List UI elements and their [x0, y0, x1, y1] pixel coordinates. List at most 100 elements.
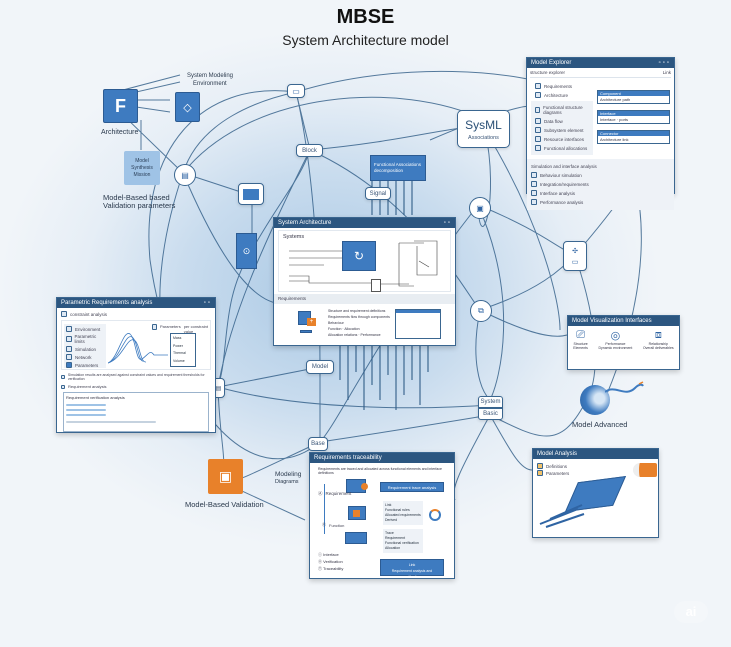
panel-title: System Architecture [278, 220, 332, 226]
node-image[interactable] [238, 183, 264, 205]
model-advanced-icon[interactable] [580, 385, 610, 415]
item-icon [531, 181, 537, 187]
node-circle-right-top[interactable]: ▣ [469, 197, 491, 219]
subsystem-block[interactable] [371, 279, 381, 292]
model-visualization-panel[interactable]: Model Visualization Interfaces ⎚Structur… [567, 315, 680, 370]
bottom-item[interactable]: Performance analysis [531, 199, 670, 205]
panel-title: Model Analysis [537, 451, 578, 457]
panel-header: Parametric Requirements analysis▫▫ [57, 298, 215, 308]
node-circle-left[interactable]: ▤ [174, 164, 196, 186]
requirements-traceability-panel[interactable]: Requirements traceability Requirements a… [309, 452, 455, 579]
system-block[interactable]: ↻ [342, 241, 376, 271]
node-base[interactable]: Base [308, 437, 328, 451]
panel-header: Model Visualization Interfaces [568, 316, 679, 326]
item-icon [535, 107, 541, 113]
explorer-item[interactable]: Data flow [535, 118, 589, 124]
system-modeling-block[interactable]: ◇ [175, 92, 200, 122]
server-icon: ▭ [292, 86, 300, 96]
window-controls[interactable]: ▫▫▫ [658, 60, 671, 66]
sysml-node[interactable]: SysML Associations [457, 110, 510, 148]
flow-block[interactable] [346, 479, 368, 493]
node-circle-right-mid[interactable]: ⧉ [470, 300, 492, 322]
tree-item[interactable]: Requirements [535, 83, 589, 89]
flow-block[interactable] [348, 506, 366, 520]
model-synthesis-box[interactable]: Model Synthesis Mission [124, 151, 160, 185]
waveform-plot [108, 333, 168, 364]
node-top[interactable]: ▭ [287, 84, 305, 98]
bottom-item[interactable]: Behaviour simulation [531, 172, 670, 178]
step-icon: Ⓘ [318, 552, 324, 557]
picture-icon: ▣ [476, 203, 484, 213]
req-row: Function · Allocation [328, 327, 360, 331]
legend-icon [537, 470, 543, 476]
node-model[interactable]: Model [306, 360, 334, 374]
req-row: Behaviour [328, 321, 344, 325]
add-icon[interactable]: + [307, 318, 316, 326]
page-subtitle: System Architecture model [282, 32, 449, 48]
requirement-analysis-button[interactable]: Link Requirement analysis and verificati… [380, 559, 444, 579]
page-title: MBSE [336, 6, 395, 28]
panel-header: Requirements traceability [310, 453, 454, 463]
panel-header: Model Explorer ▫▫▫ [527, 58, 674, 68]
node-signal[interactable]: Signal [365, 187, 391, 200]
node-block[interactable]: Block [296, 144, 323, 157]
req-row: Requirements flow through components [328, 315, 390, 319]
device-icon [633, 463, 657, 477]
sub-section: Requirement analysis [61, 384, 211, 389]
node-right-tall[interactable]: ✣▭ [563, 241, 587, 271]
window-controls[interactable]: ▫▫ [203, 300, 212, 306]
node-search-tall[interactable]: ⊙ [236, 233, 257, 269]
item-icon [531, 190, 537, 196]
parametric-analysis-panel[interactable]: Parametric Requirements analysis▫▫ const… [56, 297, 216, 433]
window-controls[interactable]: ▫▫ [443, 220, 452, 226]
explorer-item[interactable]: Functional structure diagrams [535, 105, 589, 115]
panel-header: Model Analysis [533, 449, 658, 459]
legend-icon [537, 463, 543, 469]
mbv-label-line1: Model-Based based [103, 193, 170, 202]
bottom-item[interactable]: Interface analysis [531, 190, 670, 196]
verification-subpanel[interactable]: Requirement verification analysis [63, 392, 209, 432]
explorer-item[interactable]: Subsystem element [535, 127, 589, 133]
step-icon: Ⓥ [318, 559, 324, 564]
system-architecture-panel[interactable]: System Architecture▫▫ Systems ↻ Requirem… [273, 217, 456, 346]
trace-analysis-button[interactable]: Requirement trace analysis [380, 482, 444, 492]
sync-icon[interactable] [429, 509, 441, 521]
mini-diagram[interactable] [395, 309, 441, 339]
req-row: Allocation relations · Performance [328, 333, 381, 337]
node-functional-associations[interactable]: Functional Associations decomposition [370, 155, 426, 181]
toolbar-link[interactable]: Link [662, 70, 671, 75]
flow-block[interactable] [345, 532, 367, 544]
folder-icon [535, 83, 541, 89]
crop-icon: ⧉ [478, 306, 484, 315]
note-icon [61, 375, 65, 379]
card-icon: ▭ [571, 258, 579, 266]
panel-title: Model Explorer [531, 60, 572, 66]
bottom-item[interactable]: Integration/requirements [531, 181, 670, 187]
item-icon [535, 136, 541, 142]
search-icon: ⊙ [242, 245, 251, 256]
functional-assoc-sub: decomposition [374, 168, 404, 173]
model-analysis-panel[interactable]: Model Analysis Definitions Parameters [532, 448, 659, 538]
tree-item[interactable]: Architecture [535, 92, 589, 98]
satellite-icon: ◎ [610, 330, 621, 342]
link-card[interactable]: Link Functional rules Allocated requirem… [383, 501, 423, 525]
architecture-block[interactable]: F [103, 89, 138, 123]
sysml-title: SysML [465, 117, 502, 132]
node-system[interactable]: System [478, 396, 503, 408]
step-icon: Ⓕ [322, 522, 326, 527]
panel-title: Requirements traceability [314, 455, 382, 461]
explorer-item[interactable]: Resource interfaces [535, 136, 589, 142]
node-basic[interactable]: Basic [478, 408, 503, 420]
model-based-validation-block[interactable]: ▣ [208, 459, 243, 494]
explorer-item[interactable]: Functional allocations [535, 145, 589, 151]
param-table[interactable]: Mass Power Thermal Volume [170, 333, 196, 367]
trace-card[interactable]: Trace Requirement Functional verificatio… [383, 529, 423, 553]
